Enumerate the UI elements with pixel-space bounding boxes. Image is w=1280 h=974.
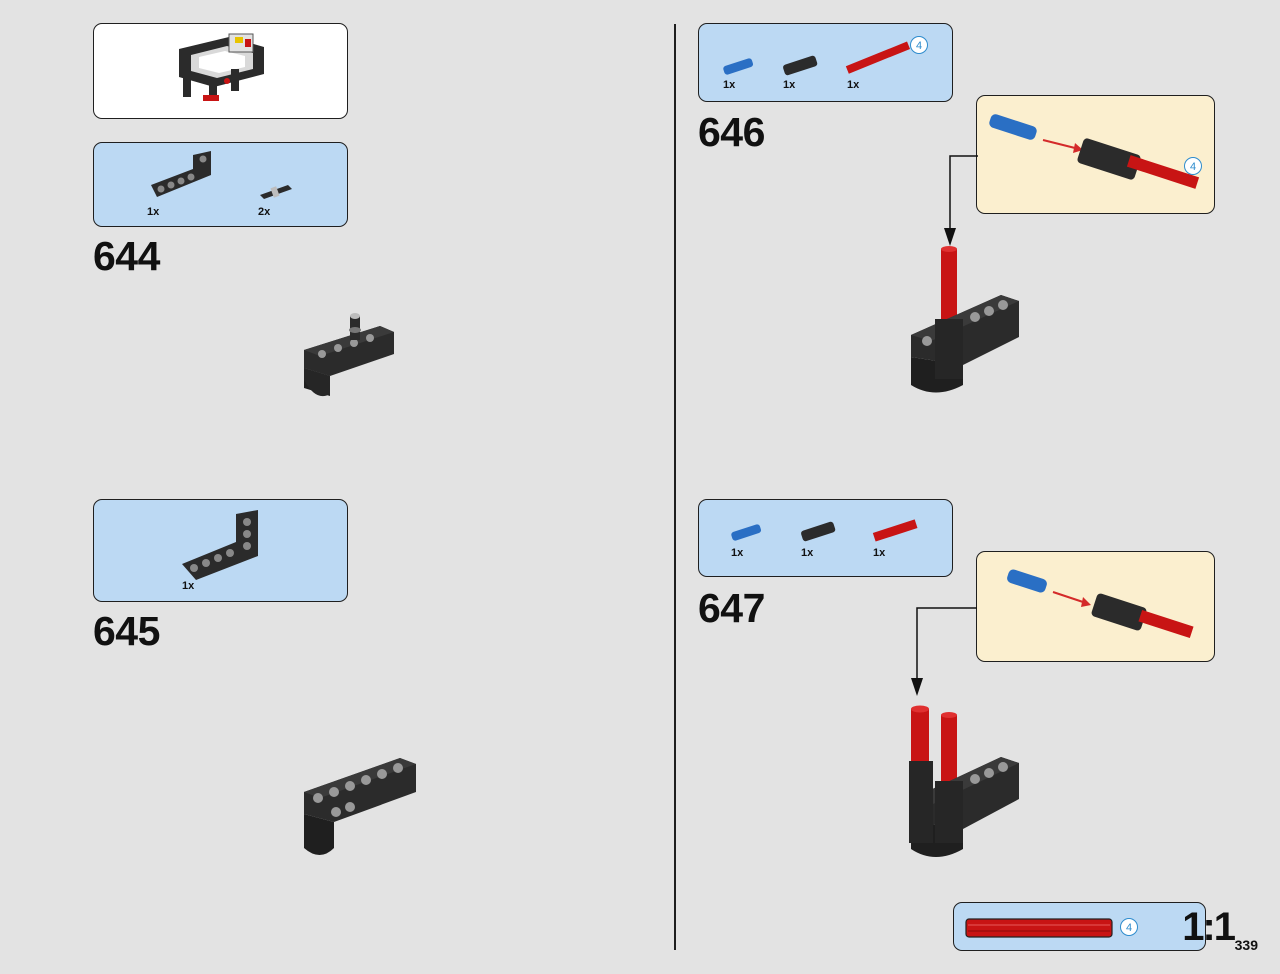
step-number: 644	[93, 233, 160, 279]
scale-axle-image	[965, 918, 1113, 938]
part-qty: 1x	[783, 79, 796, 91]
part-qty: 1x	[731, 547, 744, 559]
part-qty: 1x	[182, 580, 195, 592]
scale-ratio: 1:1	[1182, 905, 1236, 949]
part-qty: 1x	[847, 79, 860, 91]
step-number: 646	[698, 109, 765, 155]
parts-box-step-644: 1x 2x	[93, 142, 348, 227]
part-qty: 2x	[258, 206, 271, 218]
callout-646-image	[989, 114, 1200, 189]
part-qty: 1x	[723, 79, 736, 91]
red-short-axle-part-icon	[872, 519, 918, 542]
l-beam-part-icon	[182, 510, 258, 580]
callout-arrow-647	[911, 607, 977, 696]
submodel-preview-image	[179, 33, 264, 101]
assembly-step-647-image	[909, 705, 1019, 857]
assembly-step-646-image	[911, 246, 1019, 393]
parts-box-step-645: 1x	[93, 499, 348, 602]
callout-step-647	[976, 551, 1215, 662]
black-connector-part-icon	[783, 55, 818, 76]
parts-box-step-647: 1x 1x 1x	[698, 499, 953, 577]
part-qty: 1x	[801, 547, 814, 559]
part-qty: 1x	[147, 206, 160, 218]
page-divider	[674, 24, 676, 950]
axle-length-marker: 4	[1184, 157, 1202, 175]
axle-length-marker: 4	[910, 36, 928, 54]
black-connector-part-icon	[801, 521, 836, 542]
callout-arrow-646	[944, 155, 978, 246]
scale-length-marker: 4	[1120, 918, 1138, 936]
blue-pin-part-icon	[723, 58, 754, 75]
callout-647-image	[1007, 569, 1194, 639]
scale-guide-box	[953, 902, 1206, 951]
part-qty: 1x	[873, 547, 886, 559]
l-beam-part-icon	[151, 151, 211, 197]
step-number: 645	[93, 608, 160, 654]
pin-part-icon	[260, 185, 292, 199]
red-axle-part-icon	[845, 41, 911, 74]
step-number: 647	[698, 585, 765, 631]
page-number: 339	[1234, 937, 1258, 953]
assembly-step-644-image	[304, 313, 394, 397]
callout-step-646: 4	[976, 95, 1215, 214]
blue-pin-part-icon	[731, 524, 762, 541]
assembly-step-645-image	[304, 758, 416, 855]
submodel-preview-box	[93, 23, 348, 119]
parts-box-step-646: 1x 1x 4 1x	[698, 23, 953, 102]
